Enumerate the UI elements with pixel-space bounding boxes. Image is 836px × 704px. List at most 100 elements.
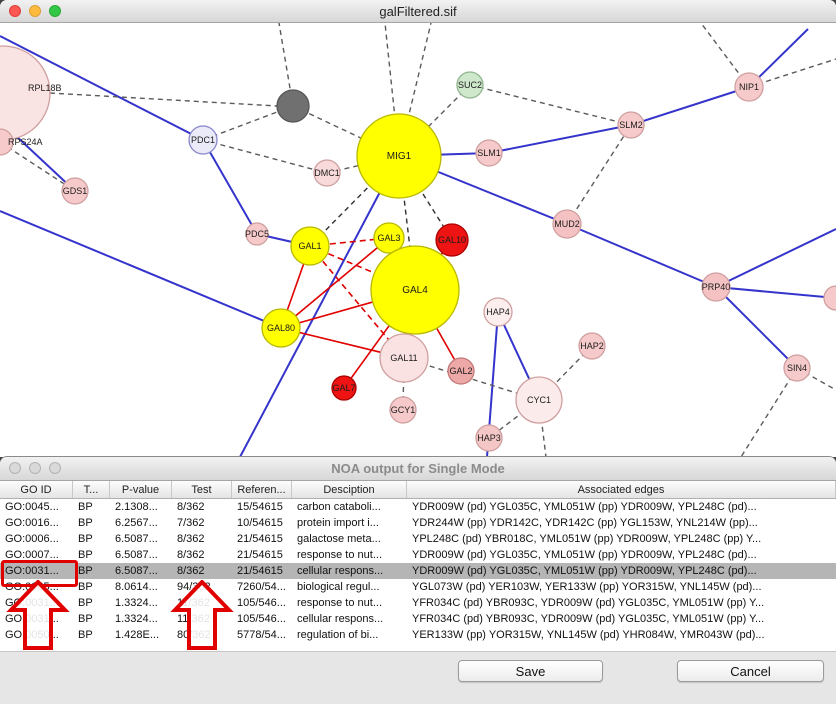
graph-edge	[239, 155, 400, 457]
graph-node-edge-node-right[interactable]	[823, 285, 836, 311]
table-cell: GO:0007...	[5, 549, 59, 561]
graph-node-label: GAL80	[267, 323, 295, 333]
column-header-t[interactable]: T...	[73, 481, 110, 498]
minimize-button[interactable]	[29, 5, 41, 17]
graph-edge	[715, 286, 798, 369]
graph-node-label: GAL10	[438, 235, 466, 245]
graph-node-label: SLM2	[619, 120, 643, 130]
graph-node-hap2[interactable]: HAP2	[578, 332, 606, 360]
graph-node-unnamed-gray[interactable]	[276, 89, 310, 123]
graph-node-pdc5[interactable]: PDC5	[245, 222, 269, 246]
close-button[interactable]	[9, 462, 21, 474]
graph-node-suc2[interactable]: SUC2	[456, 71, 484, 99]
zoom-button[interactable]	[49, 5, 61, 17]
graph-node-label: GAL3	[377, 233, 400, 243]
table-cell: YFR034C (pd) YBR093C, YDR009W (pd) YGL03…	[412, 613, 765, 625]
table-cell: 21/54615	[237, 533, 283, 545]
graph-node-rps24a[interactable]: RPS24A	[0, 128, 43, 156]
graph-node-label: GAL2	[449, 366, 472, 376]
table-cell: GO:0065...	[5, 581, 59, 593]
column-header-associated-edges[interactable]: Associated edges	[407, 481, 836, 498]
column-header-p-value[interactable]: P-value	[110, 481, 172, 498]
graph-node-prp40[interactable]: PRP40	[701, 272, 731, 302]
graph-edge	[796, 367, 836, 391]
column-header-desciption[interactable]: Desciption	[292, 481, 407, 498]
graph-node-gal2[interactable]: GAL2	[447, 357, 475, 385]
graph-node-label: SLM1	[477, 148, 501, 158]
graph-node-slm1[interactable]: SLM1	[475, 139, 503, 167]
graph-node-label: NIP1	[739, 82, 759, 92]
table-cell: YDR009W (pd) YGL035C, YML051W (pp) YDR00…	[412, 565, 757, 577]
graph-node-label: SUC2	[458, 80, 482, 90]
table-cell: 8/362	[177, 501, 205, 513]
graph-node-gds1[interactable]: GDS1	[61, 177, 89, 205]
graph-edge	[630, 86, 750, 126]
graph-node-mud2[interactable]: MUD2	[552, 209, 582, 239]
graph-edge	[469, 84, 632, 126]
noa-window-titlebar[interactable]: NOA output for Single Mode	[0, 457, 836, 481]
graph-node-cyc1[interactable]: CYC1	[515, 376, 563, 424]
graph-node-nip1[interactable]: NIP1	[734, 72, 764, 102]
table-cell: 105/546...	[237, 597, 286, 609]
graph-node-gal1[interactable]: GAL1	[290, 226, 330, 266]
table-cell: 21/54615	[237, 549, 283, 561]
graph-edge	[202, 139, 328, 174]
graph-node-mig1[interactable]: MIG1	[356, 113, 442, 199]
graph-node-sin4[interactable]: SIN4	[783, 354, 811, 382]
graph-node-dmc1[interactable]: DMC1	[313, 159, 341, 187]
table-cell: BP	[78, 597, 93, 609]
graph-node-hap4[interactable]: HAP4	[483, 297, 513, 327]
zoom-button[interactable]	[49, 462, 61, 474]
table-cell: cellular respons...	[297, 613, 384, 625]
graph-node-gal80[interactable]: GAL80	[261, 308, 301, 348]
graph-node-label: HAP2	[580, 341, 604, 351]
table-cell: YGL073W (pd) YER103W, YER133W (pp) YOR31…	[412, 581, 762, 593]
graph-edge	[715, 228, 836, 288]
column-header-test[interactable]: Test	[172, 481, 232, 498]
table-cell: YDR009W (pd) YGL035C, YML051W (pp) YDR00…	[412, 501, 757, 513]
graph-node-gal4[interactable]: GAL4	[370, 245, 460, 335]
graph-node-hap3[interactable]: HAP3	[475, 424, 503, 452]
graph-node-label: PDC1	[191, 135, 215, 145]
table-cell: 94/362	[177, 581, 211, 593]
table-cell: 5778/54...	[237, 629, 286, 641]
graph-node-label: GAL4	[402, 285, 428, 296]
table-cell: 105/546...	[237, 613, 286, 625]
graph-node-pdc1[interactable]: PDC1	[188, 125, 218, 155]
graph-edge	[740, 367, 798, 457]
table-cell: 6.5087...	[115, 565, 158, 577]
network-graph[interactable]: RPL18BRPS24AGDS1PDC1DMC1MIG1SUC2SLM1SLM2…	[0, 23, 836, 457]
table-cell: regulation of bi...	[297, 629, 379, 641]
graph-node-gal3[interactable]: GAL3	[373, 222, 405, 254]
graph-node-slm2[interactable]: SLM2	[617, 111, 645, 139]
graph-edge	[566, 124, 632, 225]
cancel-button[interactable]: Cancel	[677, 660, 824, 682]
minimize-button[interactable]	[29, 462, 41, 474]
save-button[interactable]: Save	[458, 660, 603, 682]
graph-node-label: GAL11	[390, 353, 417, 363]
network-window-titlebar[interactable]: galFiltered.sif	[0, 0, 836, 23]
graph-node-gcy1[interactable]: GCY1	[389, 396, 417, 424]
column-header-referen[interactable]: Referen...	[232, 481, 292, 498]
graph-node-gal7[interactable]: GAL7	[331, 375, 357, 401]
table-cell: 8.0614...	[115, 581, 158, 593]
graph-node-gal11[interactable]: GAL11	[379, 333, 429, 383]
table-cell: 6.5087...	[115, 533, 158, 545]
column-header-go-id[interactable]: GO ID	[0, 481, 73, 498]
table-cell: BP	[78, 549, 93, 561]
table-cell: 10/54615	[237, 517, 283, 529]
graph-node-gal10[interactable]: GAL10	[435, 223, 469, 257]
close-button[interactable]	[9, 5, 21, 17]
table-cell: GO:0006...	[5, 533, 59, 545]
table-cell: galactose meta...	[297, 533, 381, 545]
